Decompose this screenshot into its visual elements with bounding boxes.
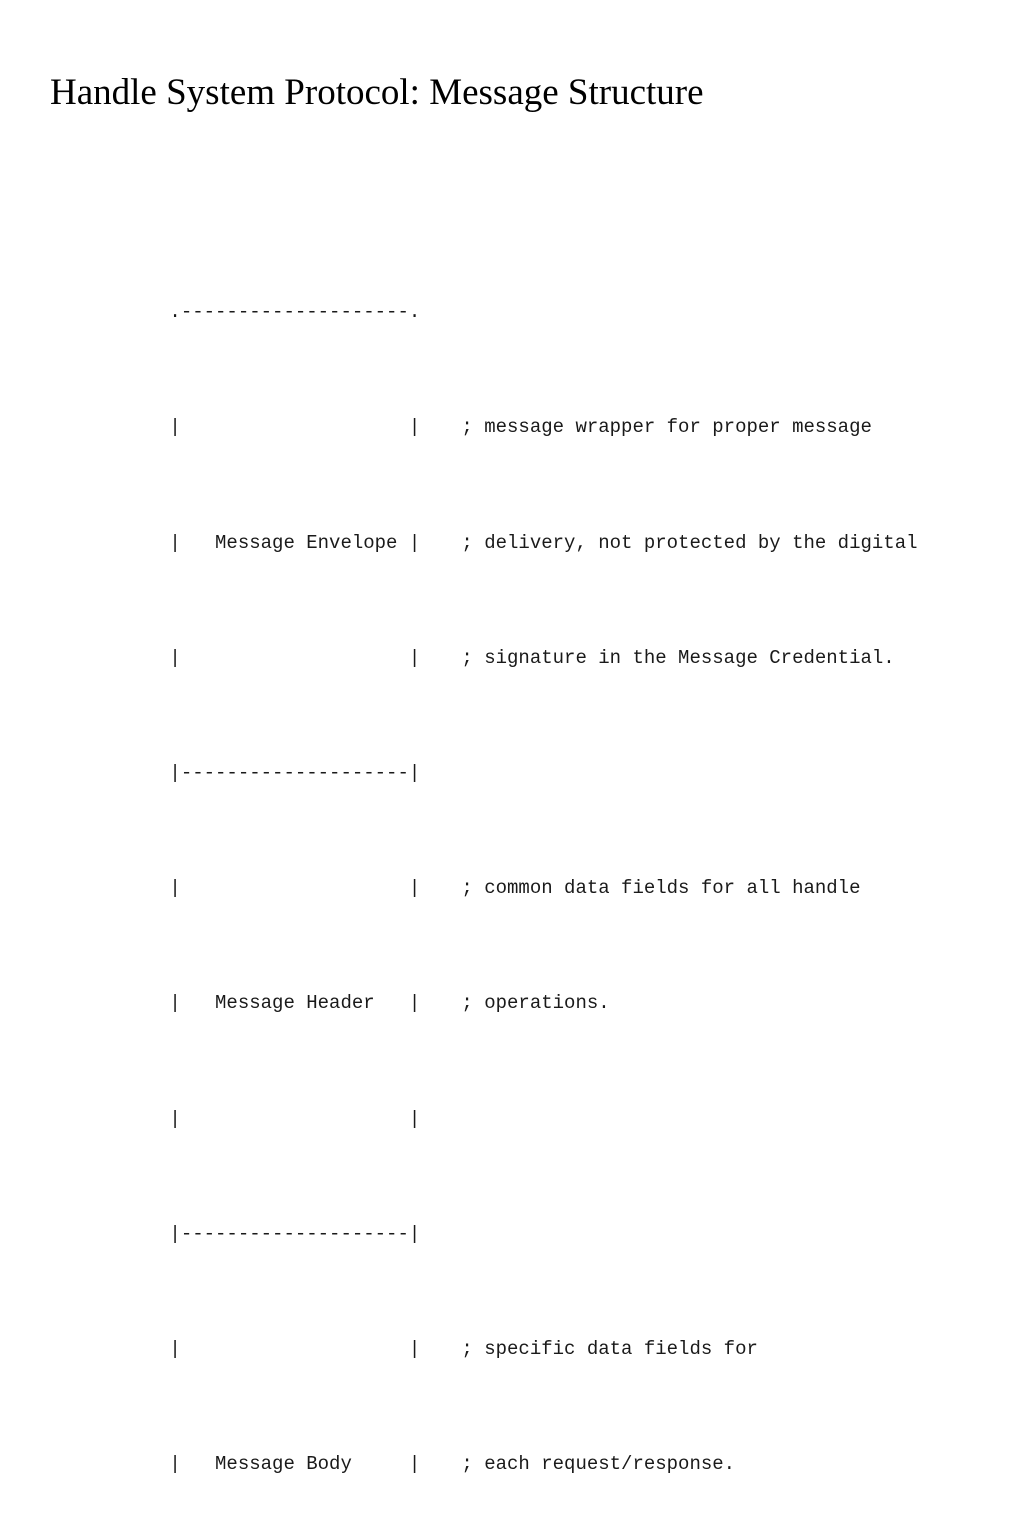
diagram-box-line: | | — [169, 416, 421, 439]
diagram-comment-line: ; common data fields for all handle — [461, 877, 861, 900]
diagram-comment-line: ; each request/response. — [461, 1453, 736, 1476]
diagram-comment-line: ; delivery, not protected by the digital — [461, 531, 918, 554]
diagram-row: | | ; common data fields for all handle — [101, 845, 918, 899]
diagram-box-line: | | — [169, 646, 421, 669]
diagram-row: | Message Body | ; each request/response. — [101, 1421, 918, 1475]
diagram-row: |--------------------| — [101, 730, 918, 784]
page-title: Handle System Protocol: Message Structur… — [50, 72, 704, 113]
diagram-row: |--------------------| — [101, 1191, 918, 1245]
diagram-row: | | — [101, 1076, 918, 1130]
diagram-comment-line: ; message wrapper for proper message — [461, 416, 872, 439]
diagram-comment-line: ; operations. — [461, 992, 610, 1015]
diagram-box-line-message-header: | Message Header | — [169, 992, 421, 1015]
diagram-row: | | ; specific data fields for — [101, 1306, 918, 1360]
diagram-row: | Message Header | ; operations. — [101, 961, 918, 1014]
diagram-row: | | ; signature in the Message Credential… — [101, 615, 918, 669]
diagram-row: | | ; message wrapper for proper message — [101, 385, 918, 438]
diagram-row: | Message Envelope | ; delivery, not prot… — [101, 500, 917, 554]
diagram-box-line-message-body: | Message Body | — [169, 1453, 421, 1476]
diagram-comment-line: ; signature in the Message Credential. — [461, 646, 895, 669]
message-structure-diagram: .--------------------. | | ; message wrap… — [101, 183, 918, 1536]
diagram-box-line: .--------------------. — [169, 301, 421, 324]
diagram-separator-line: |--------------------| — [169, 761, 421, 784]
diagram-box-line: | | — [169, 1107, 421, 1130]
diagram-separator-line: |--------------------| — [169, 1222, 421, 1245]
diagram-row: .--------------------. — [101, 269, 918, 323]
diagram-box-line: | | — [169, 877, 421, 900]
diagram-comment-line: ; specific data fields for — [461, 1337, 758, 1360]
slide-canvas: Handle System Protocol: Message Structur… — [50, 72, 918, 1476]
diagram-box-line-message-envelope: | Message Envelope | — [169, 531, 421, 554]
diagram-box-line: | | — [169, 1337, 421, 1360]
